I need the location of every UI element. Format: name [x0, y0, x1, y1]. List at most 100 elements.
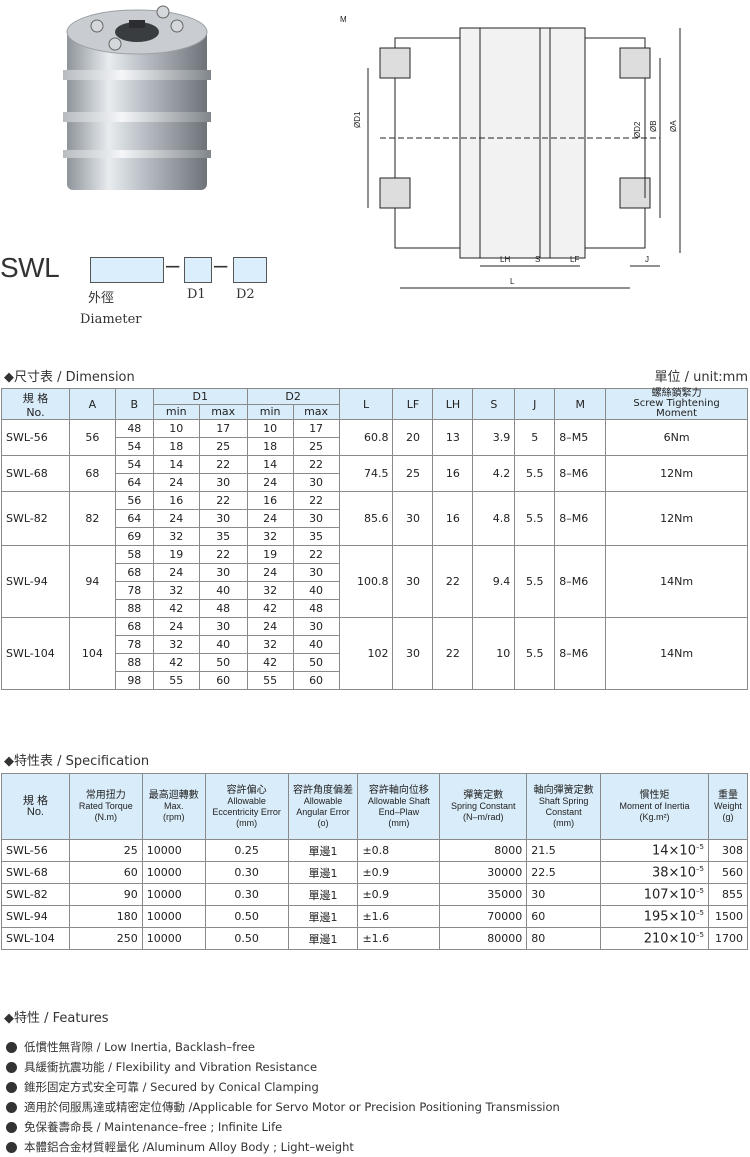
table-cell: 308: [707, 839, 749, 862]
table-cell: 32: [246, 635, 294, 654]
table-cell: 80000: [439, 927, 528, 950]
table-cell: 0.30: [204, 861, 289, 884]
header-j: J: [514, 388, 556, 420]
feature-text: 本體鋁合金材質輕量化 /Aluminum Alloy Body ; Light–…: [24, 1140, 354, 1154]
bullet-icon: [6, 1041, 17, 1053]
feature-text: 免保養壽命長 / Maintenance–free ; Infinite Lif…: [24, 1120, 283, 1134]
table-cell: 60: [292, 671, 340, 690]
d2-label: D2: [236, 287, 255, 302]
table-cell: 24: [152, 617, 200, 636]
table-cell: 78: [114, 581, 154, 600]
table-cell: 40: [292, 635, 340, 654]
inertia-cell: 14×10–5: [600, 839, 709, 862]
table-cell: 85.6: [338, 491, 394, 546]
table-cell: 24: [152, 509, 200, 528]
table-cell: 855: [707, 883, 749, 906]
table-cell: 22: [292, 491, 340, 510]
table-cell: 16: [432, 491, 474, 546]
table-cell: 14: [246, 455, 294, 474]
table-cell: 48: [114, 419, 154, 438]
table-cell: 9.4: [472, 545, 516, 618]
table-cell: 8–M6: [554, 455, 607, 492]
table-cell: 56: [68, 419, 116, 456]
table-cell: 88: [114, 653, 154, 672]
table-cell: 560: [707, 861, 749, 884]
table-cell: 6Nm: [605, 419, 748, 456]
inertia-cell: 210×10–5: [600, 927, 709, 950]
inertia-cell: 107×10–5: [600, 883, 709, 906]
table-cell: 24: [246, 563, 294, 582]
table-cell: 30: [292, 617, 340, 636]
table-cell: 10000: [141, 927, 206, 950]
table-cell: 30: [198, 617, 248, 636]
d1-code-box: [184, 257, 212, 283]
header-d1: D1: [152, 388, 248, 405]
table-cell: 5: [514, 419, 556, 456]
table-cell: ±1.6: [357, 905, 441, 928]
bullet-icon: [6, 1061, 17, 1073]
table-cell: 82: [68, 491, 116, 546]
table-cell: 19: [246, 545, 294, 564]
bullet-icon: [6, 1081, 17, 1093]
table-cell: 22: [432, 617, 474, 690]
table-cell: 22.5: [526, 861, 602, 884]
table-cell: 250: [68, 927, 143, 950]
table-cell: 4.8: [472, 491, 516, 546]
table-cell: 25: [68, 839, 143, 862]
drawing-label-d1: ØD1: [353, 111, 362, 128]
table-cell: 0.50: [204, 927, 289, 950]
table-cell: 10000: [141, 839, 206, 862]
table-cell: 42: [152, 653, 200, 672]
table-cell: 180: [68, 905, 143, 928]
table-cell: 42: [152, 599, 200, 618]
header-s: S: [472, 388, 516, 420]
table-cell: 40: [292, 581, 340, 600]
feature-item: 錐形固定方式安全可靠 / Secured by Conical Clamping: [6, 1077, 560, 1097]
table-cell: SWL-104: [1, 617, 70, 690]
table-cell: 30: [292, 473, 340, 492]
table-cell: 24: [246, 473, 294, 492]
table-cell: 10000: [141, 883, 206, 906]
table-cell: SWL-68: [1, 861, 70, 884]
table-cell: 30: [198, 509, 248, 528]
drawing-label-l: L: [510, 277, 515, 286]
table-cell: 22: [292, 455, 340, 474]
table-cell: 54: [114, 455, 154, 474]
header-lf: LF: [392, 388, 434, 420]
drawing-label-j: J: [645, 255, 649, 264]
model-code-prefix: SWL: [0, 252, 60, 283]
table-cell: 30: [198, 563, 248, 582]
table-cell: 3.9: [472, 419, 516, 456]
table-cell: 19: [152, 545, 200, 564]
diameter-label-en: Diameter: [80, 312, 142, 327]
table-cell: 4.2: [472, 455, 516, 492]
table-cell: 5.5: [514, 491, 556, 546]
table-cell: 單邊1: [287, 927, 359, 950]
table-cell: ±1.6: [357, 927, 441, 950]
features-title: ◆特性 / Features: [4, 1011, 109, 1026]
table-cell: 42: [246, 653, 294, 672]
table-cell: 12Nm: [605, 491, 748, 546]
table-cell: 16: [432, 455, 474, 492]
table-cell: 30: [392, 491, 434, 546]
table-cell: 32: [152, 581, 200, 600]
table-cell: 單邊1: [287, 839, 359, 862]
table-cell: 60: [68, 861, 143, 884]
header-d2-min: min: [246, 403, 294, 420]
table-cell: SWL-104: [1, 927, 70, 950]
header-d2: D2: [246, 388, 340, 405]
feature-text: 具緩衝抗震功能 / Flexibility and Vibration Resi…: [24, 1060, 318, 1074]
